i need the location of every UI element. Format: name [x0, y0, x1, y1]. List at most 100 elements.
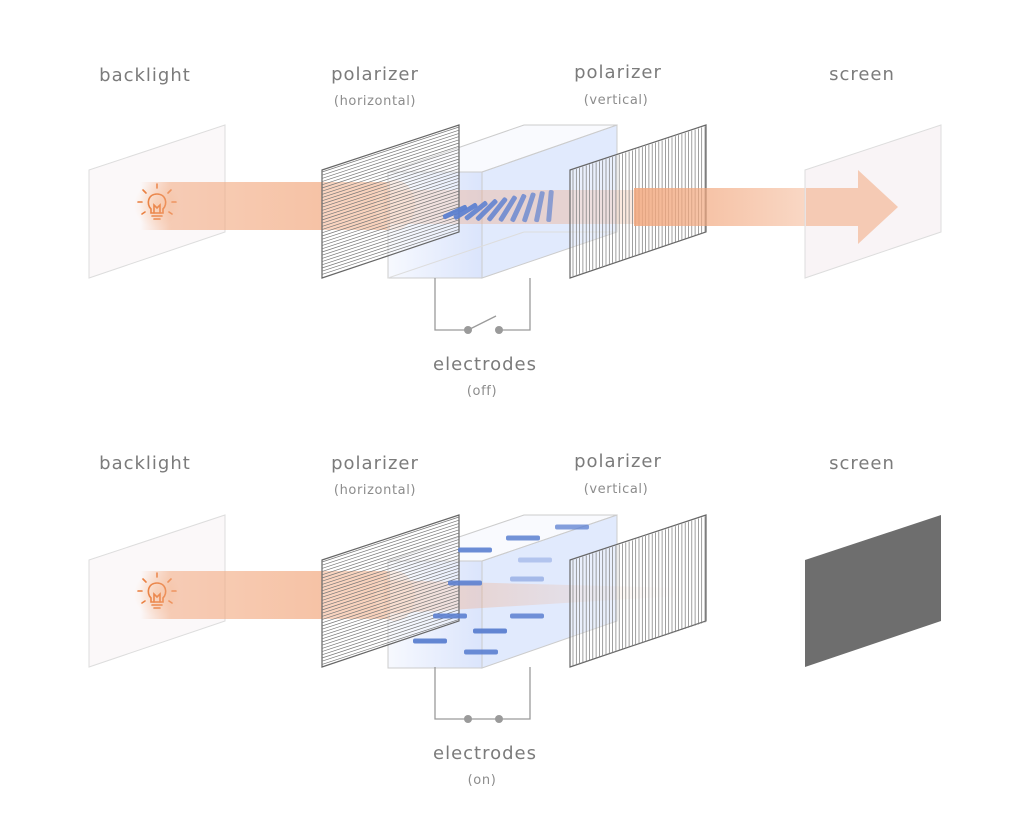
- polarizer-horizontal: [321, 124, 460, 279]
- liquid-crystal-molecule: [433, 613, 467, 619]
- panel-off: backlight polarizer (horizontal) polariz…: [88, 62, 942, 399]
- liquid-crystal-molecule: [534, 191, 545, 223]
- liquid-crystal-molecule: [473, 628, 507, 634]
- polarizer-slit: [321, 523, 460, 569]
- polarizer-slit: [321, 190, 460, 237]
- polarizer-slit: [321, 596, 460, 643]
- liquid-crystal-molecule: [555, 524, 589, 530]
- liquid-crystal-molecule: [464, 649, 498, 655]
- liquid-crystal-molecule: [464, 201, 488, 221]
- polarizer-slit: [321, 152, 460, 198]
- polarizer-slit: [321, 225, 460, 272]
- polarizer-slit: [321, 548, 460, 595]
- liquid-crystal-molecule: [448, 580, 482, 586]
- polarizer-slit: [321, 168, 460, 214]
- liquid-crystal-molecule: [506, 535, 540, 541]
- polarizer-slit: [321, 529, 460, 576]
- liquid-crystal-molecule: [518, 557, 552, 563]
- liquid-crystal-molecule: [475, 199, 498, 221]
- backlight-label: backlight: [99, 453, 191, 474]
- polarizer-slit: [321, 564, 460, 611]
- polarizer-slit: [321, 612, 460, 659]
- polarizer-slit: [321, 161, 460, 208]
- electrodes-state-label: (off): [467, 384, 497, 399]
- polarizer-vertical-label: polarizer: [574, 451, 662, 472]
- polarizer-slit: [321, 583, 460, 630]
- polarizer-horizontal-sublabel: (horizontal): [334, 483, 416, 498]
- polarizer-slit: [321, 526, 460, 572]
- polarizer-slit: [321, 558, 460, 604]
- polarizer-horizontal-label: polarizer: [331, 64, 419, 85]
- polarizer-slit: [321, 532, 460, 579]
- liquid-crystal-molecule: [510, 576, 544, 582]
- liquid-crystal-molecule: [458, 547, 492, 553]
- polarizer-slit: [321, 142, 460, 189]
- panel-on: backlight polarizer (horizontal) polariz…: [88, 451, 941, 788]
- screen-label: screen: [829, 453, 895, 474]
- polarizer-slit: [321, 590, 460, 636]
- light-beam-in: [140, 182, 390, 230]
- polarizer-slit: [321, 545, 460, 592]
- polarizer-slit: [321, 615, 460, 662]
- liquid-crystal-molecule: [498, 195, 517, 222]
- polarizer-slit: [321, 174, 460, 221]
- polarizer-horizontal-sublabel: (horizontal): [334, 94, 416, 109]
- polarizer-slit: [321, 139, 460, 186]
- polarizer-slit: [321, 599, 460, 646]
- polarizer-slit: [321, 165, 460, 211]
- polarizer-slit: [321, 197, 460, 243]
- polarizer-slit: [321, 219, 460, 266]
- liquid-crystal-molecule: [510, 194, 527, 222]
- liquid-crystal-molecule: [453, 202, 478, 220]
- switch-contact-left: [464, 326, 472, 334]
- polarizer-horizontal-label: polarizer: [331, 453, 419, 474]
- switch-contact-right: [495, 326, 503, 334]
- polarizer-slit: [321, 145, 460, 192]
- polarizer-slit: [321, 555, 460, 601]
- electrode-circuit: [434, 667, 531, 720]
- light-beam-out: [634, 188, 806, 226]
- polarizer-slit: [321, 603, 460, 649]
- switch-contact-right: [495, 715, 503, 723]
- polarizer-slit: [321, 539, 460, 585]
- backlight-label: backlight: [99, 65, 191, 86]
- polarizer-slit: [321, 213, 460, 259]
- liquid-crystal-molecule: [510, 613, 544, 619]
- liquid-crystal-molecule: [487, 197, 508, 222]
- polarizer-slit: [321, 580, 460, 627]
- polarizer-slit: [321, 126, 460, 173]
- polarizer-slit: [321, 542, 460, 588]
- switch-icon: [467, 315, 497, 331]
- polarizer-slit: [321, 519, 460, 566]
- electrodes-label: electrodes: [433, 354, 537, 375]
- polarizer-vertical-sublabel: (vertical): [584, 93, 649, 108]
- polarizer-slit: [321, 593, 460, 640]
- polarizer-slit: [321, 216, 460, 262]
- polarizer-slit: [321, 577, 460, 624]
- polarizer-slit: [321, 158, 460, 205]
- screen-label: screen: [829, 64, 895, 85]
- polarizer-slit: [321, 587, 460, 633]
- polarizer-slit: [321, 133, 460, 179]
- liquid-crystal-molecule: [442, 204, 468, 220]
- switch-contact-left: [464, 715, 472, 723]
- liquid-crystals-aligned: [413, 524, 589, 655]
- polarizer-slit: [321, 184, 460, 230]
- polarizer-slit: [321, 129, 460, 176]
- liquid-crystal-molecule: [546, 190, 554, 222]
- polarizer-slit: [321, 187, 460, 234]
- polarizer-slit: [321, 171, 460, 218]
- polarizer-slit: [321, 193, 460, 240]
- polarizer-slit: [321, 136, 460, 182]
- polarizer-slit: [321, 177, 460, 224]
- polarizer-vertical-label: polarizer: [574, 62, 662, 83]
- electrode-circuit: [434, 278, 531, 331]
- liquid-crystals-twisted: [442, 190, 554, 223]
- arrow-right-icon: [806, 170, 898, 244]
- polarizer-slit: [321, 535, 460, 582]
- polarizer-slit: [321, 574, 460, 620]
- polarizer-vertical: [569, 514, 707, 668]
- polarizer-slit: [321, 619, 460, 665]
- polarizer-slit: [321, 516, 460, 563]
